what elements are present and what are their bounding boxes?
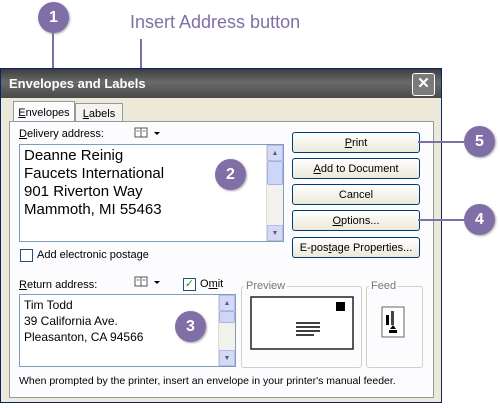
return-line: 39 California Ave. xyxy=(24,314,118,328)
add-to-document-label: Add to Document xyxy=(313,162,399,175)
delivery-address-label: Delivery address: xyxy=(19,128,104,140)
omit-label: Omit xyxy=(200,278,224,290)
callout-1: 1 xyxy=(38,2,69,33)
cancel-label: Cancel xyxy=(338,188,374,201)
options-button[interactable]: Options... xyxy=(292,210,420,231)
delivery-line: 901 Riverton Way xyxy=(24,183,143,200)
omit-checkbox[interactable]: ✓ xyxy=(183,278,196,291)
add-to-document-button[interactable]: Add to Document xyxy=(292,158,420,179)
envelope-preview-icon xyxy=(250,296,354,350)
scroll-down-icon[interactable]: ▼ xyxy=(267,225,283,241)
address-book-icon xyxy=(134,276,160,287)
return-scrollbar[interactable]: ▲ ▼ xyxy=(218,295,235,366)
insert-address-button[interactable] xyxy=(134,126,164,140)
feed-label: Feed xyxy=(369,280,399,292)
insert-address-caption: Insert Address button xyxy=(130,12,301,32)
scroll-up-icon[interactable]: ▲ xyxy=(219,295,235,311)
callout-5-line xyxy=(418,141,464,143)
printer-feed-icon xyxy=(381,306,405,338)
tab-labels-label: Labels xyxy=(82,108,116,120)
cancel-button[interactable]: Cancel xyxy=(292,184,420,205)
callout-3: 3 xyxy=(175,311,206,342)
return-address-text: Tim Todd 39 California Ave. Pleasanton, … xyxy=(24,297,143,345)
return-address-label: Return address: xyxy=(19,279,98,291)
e-postage-properties-label: E-postage Properties... xyxy=(299,241,413,254)
envelopes-and-labels-dialog: Envelopes and Labels ✕ Envelopes Labels … xyxy=(0,68,442,403)
tab-envelopes[interactable]: Envelopes xyxy=(13,101,75,124)
scroll-thumb[interactable] xyxy=(267,161,283,185)
preview-label: Preview xyxy=(244,280,288,292)
dropdown-arrow-icon xyxy=(154,281,160,284)
print-button-label: Print xyxy=(344,136,368,149)
scroll-up-icon[interactable]: ▲ xyxy=(267,145,283,161)
preview-group xyxy=(241,286,362,368)
return-address-field[interactable]: Tim Todd 39 California Ave. Pleasanton, … xyxy=(19,294,236,367)
delivery-line: Faucets International xyxy=(24,165,165,182)
return-line: Tim Todd xyxy=(24,298,73,312)
feed-preview[interactable] xyxy=(378,305,408,341)
delivery-address-field[interactable]: Deanne Reinig Faucets International 901 … xyxy=(19,144,284,242)
electronic-postage-label: Add electronic postage xyxy=(37,249,149,261)
callout-2: 2 xyxy=(215,159,246,190)
options-label: Options... xyxy=(332,214,380,227)
scroll-thumb[interactable] xyxy=(219,311,235,323)
status-text: When prompted by the printer, insert an … xyxy=(19,375,396,387)
close-icon[interactable]: ✕ xyxy=(412,73,435,96)
dialog-title: Envelopes and Labels xyxy=(9,76,146,91)
tab-labels[interactable]: Labels xyxy=(75,103,123,124)
dialog-titlebar: Envelopes and Labels ✕ xyxy=(1,69,441,98)
callout-5: 5 xyxy=(464,126,495,157)
return-insert-address-button[interactable] xyxy=(134,275,164,289)
delivery-address-text: Deanne Reinig Faucets International 901 … xyxy=(24,147,164,219)
envelopes-tab-panel: Delivery address: Deanne Reinig Faucets … xyxy=(9,121,434,398)
scroll-down-icon[interactable]: ▼ xyxy=(219,350,235,366)
e-postage-properties-button[interactable]: E-postage Properties... xyxy=(292,237,420,258)
delivery-line: Deanne Reinig xyxy=(24,147,124,164)
delivery-scrollbar[interactable]: ▲ ▼ xyxy=(266,145,283,241)
address-book-icon xyxy=(134,127,160,138)
electronic-postage-checkbox[interactable] xyxy=(20,249,33,262)
return-line: Pleasanton, CA 94566 xyxy=(24,330,144,344)
envelope-preview[interactable] xyxy=(250,296,354,350)
callout-4: 4 xyxy=(464,204,495,235)
tab-envelopes-label: Envelopes xyxy=(18,107,70,119)
callout-4-line xyxy=(418,219,464,221)
dropdown-arrow-icon xyxy=(154,132,160,135)
print-button[interactable]: Print xyxy=(292,132,420,153)
delivery-line: Mammoth, MI 55463 xyxy=(24,201,162,218)
